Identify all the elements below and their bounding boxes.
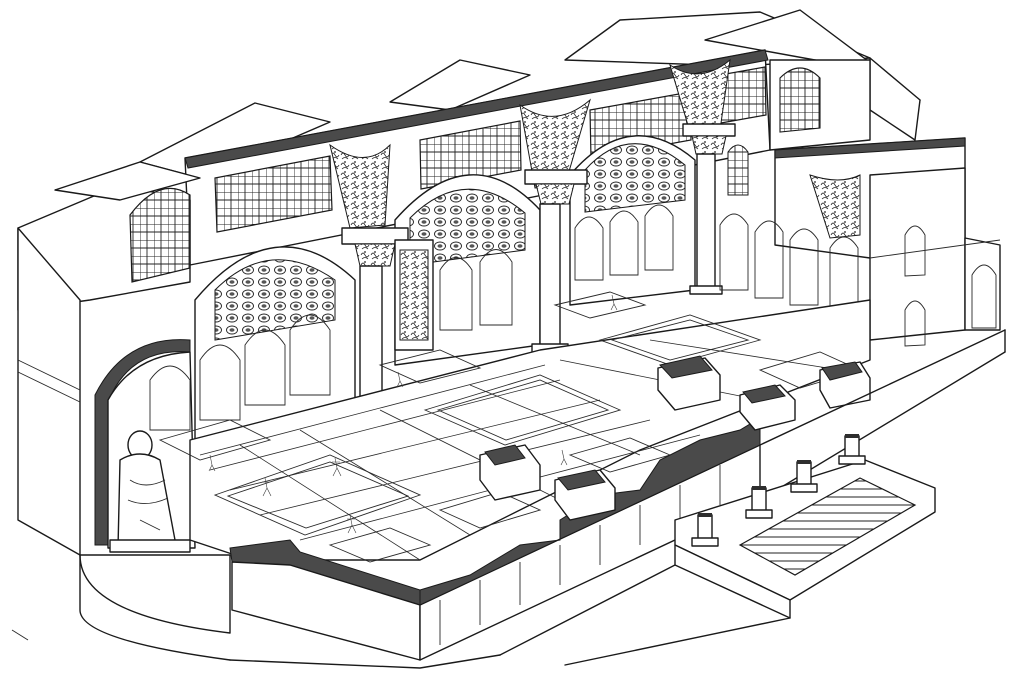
column-base bbox=[691, 513, 719, 547]
foreground-base bbox=[11, 554, 501, 669]
section-cut bbox=[229, 355, 871, 661]
arcade bbox=[194, 58, 861, 441]
right-tower-block bbox=[769, 59, 1001, 347]
left-aisle-block bbox=[17, 161, 201, 556]
column bbox=[682, 123, 736, 295]
column bbox=[524, 169, 588, 354]
altar-screen bbox=[394, 239, 434, 351]
seated-statue bbox=[109, 430, 191, 553]
column-base bbox=[790, 460, 818, 493]
columns bbox=[341, 123, 736, 423]
column-base bbox=[745, 486, 773, 519]
column-base bbox=[838, 434, 866, 465]
terrace bbox=[499, 329, 1006, 666]
apse bbox=[79, 339, 231, 634]
inner-arcade bbox=[199, 144, 859, 421]
